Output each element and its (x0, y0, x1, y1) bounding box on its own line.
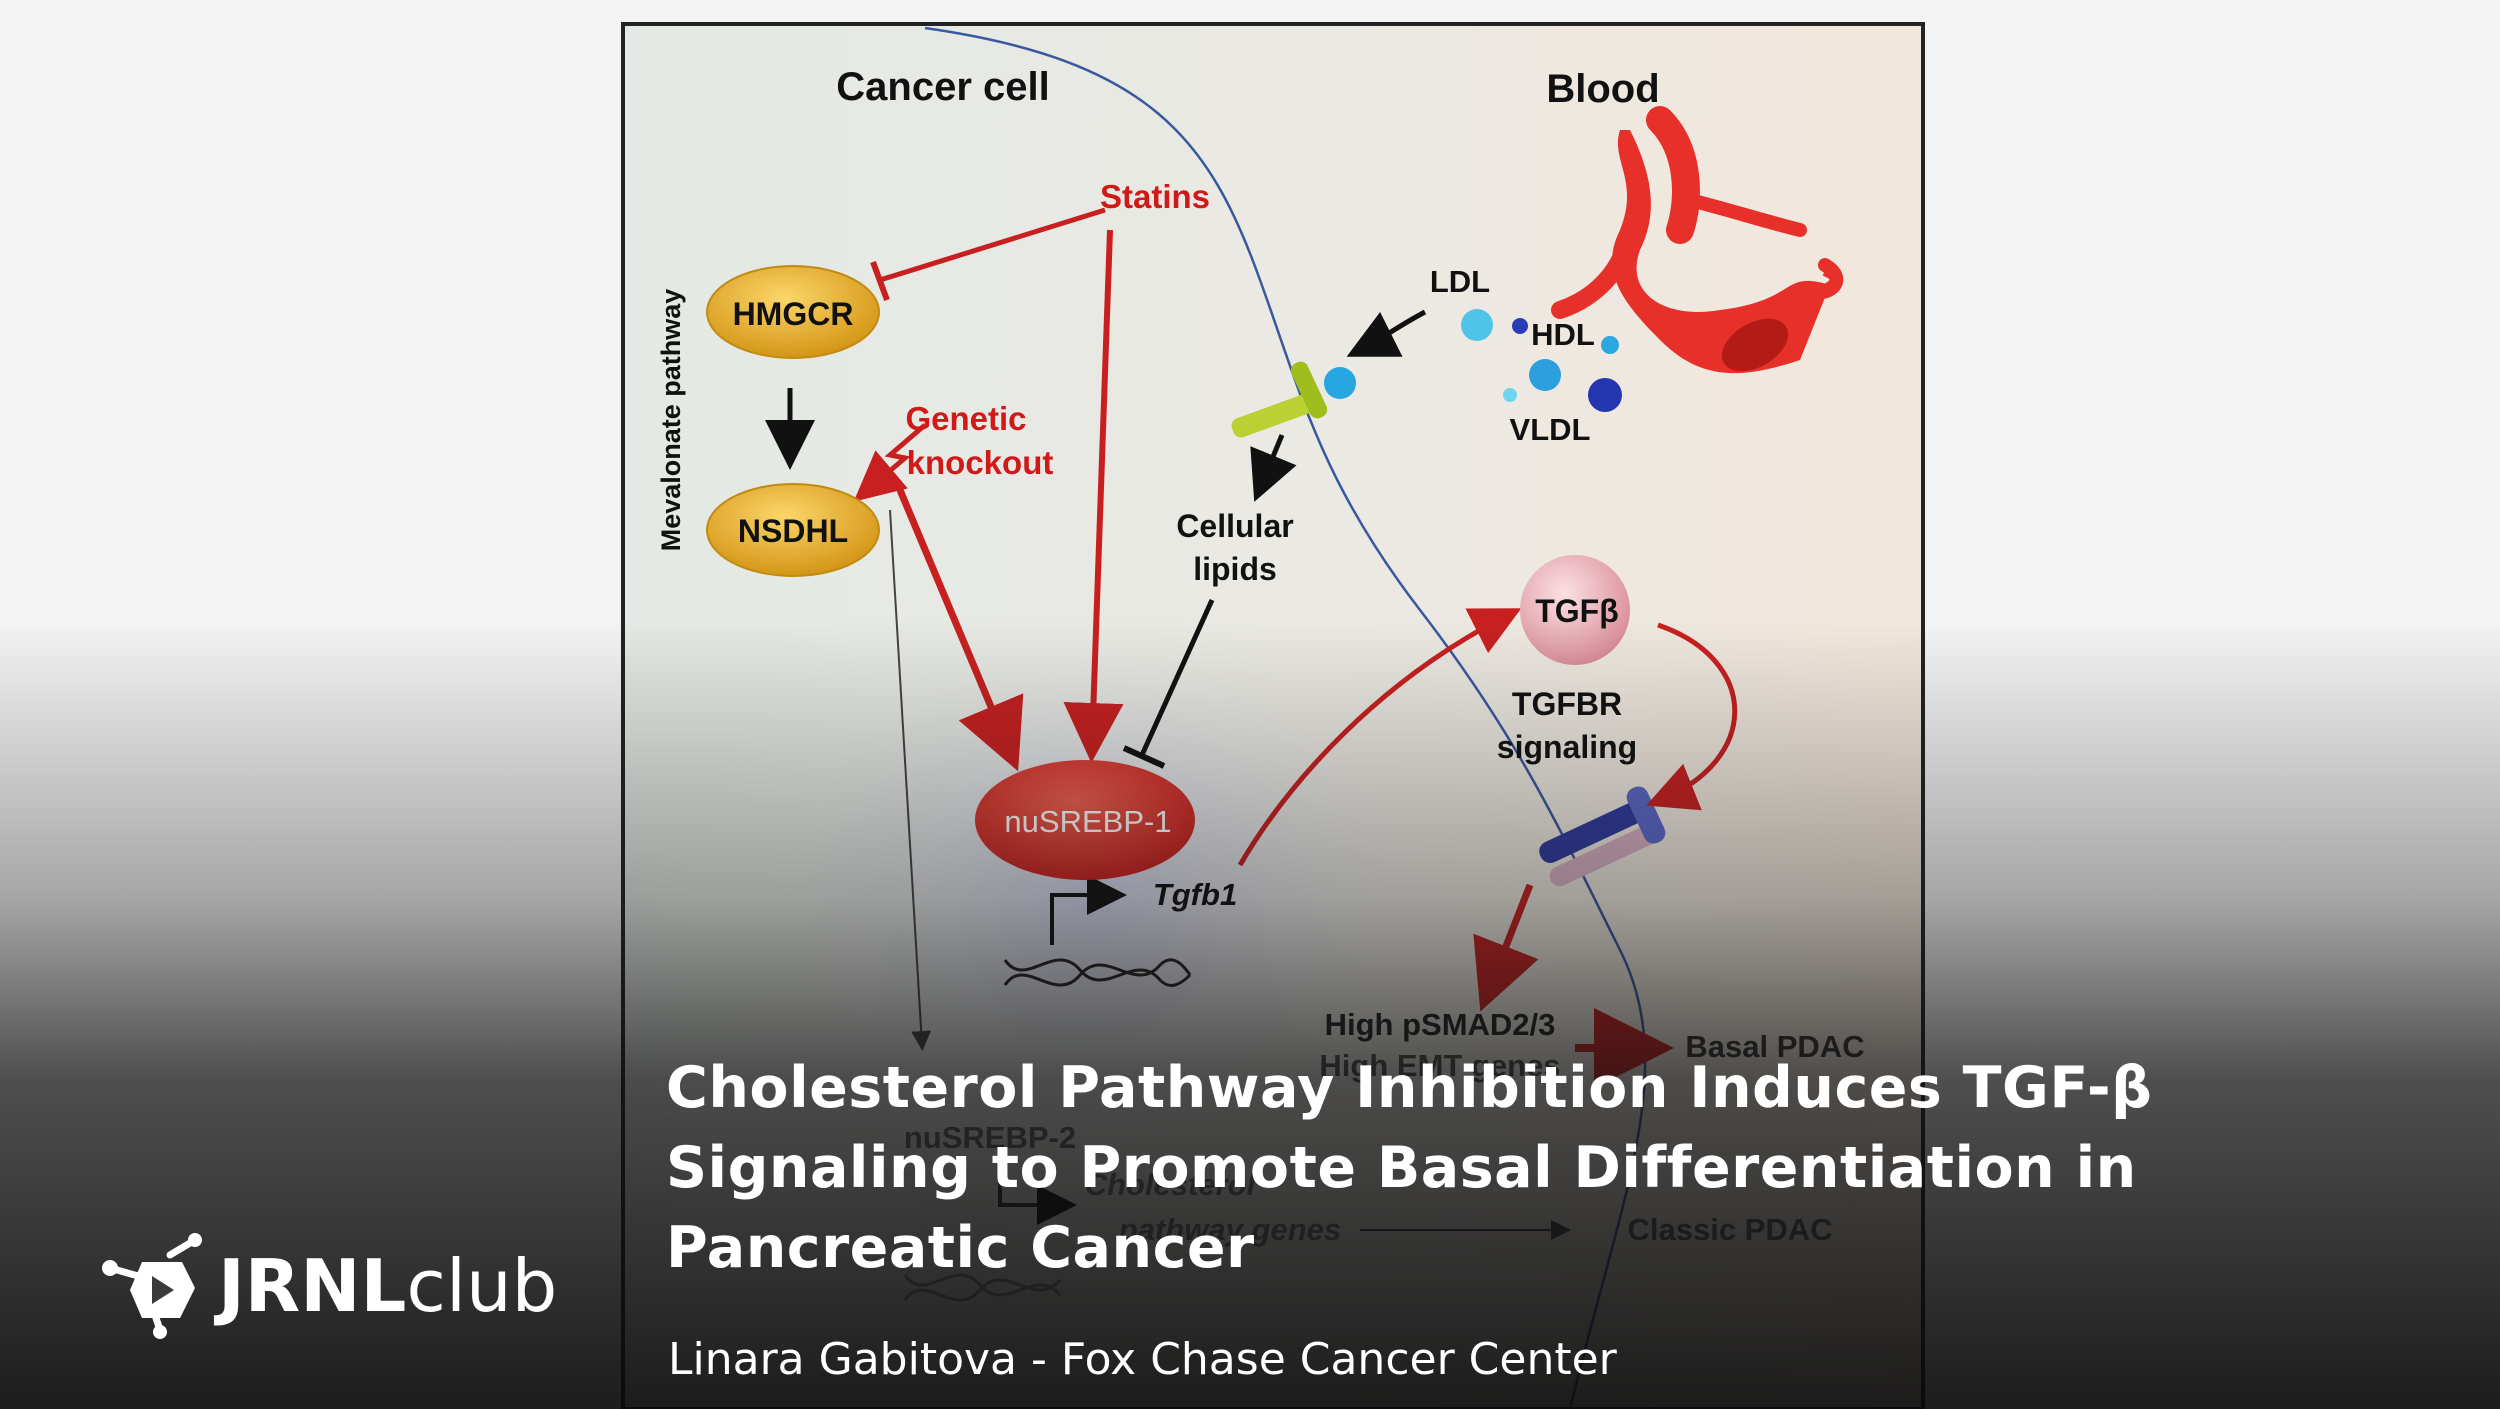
label-nsdhl: NSDHL (738, 513, 848, 549)
label-tgfbr: TGFBR (1512, 686, 1622, 722)
brand-logo[interactable]: JRNLclub (100, 1230, 560, 1340)
label-vldl: VLDL (1510, 412, 1591, 447)
video-subtitle: Linara Gabitova - Fox Chase Cancer Cente… (668, 1334, 1617, 1385)
label-hmgcr: HMGCR (733, 296, 854, 332)
video-title: Cholesterol Pathway Inhibition Induces T… (666, 1055, 2153, 1281)
label-blood: Blood (1546, 67, 1659, 111)
label-cancer-cell: Cancer cell (836, 65, 1049, 109)
label-genetic: Genetic (905, 400, 1026, 437)
molecule-play-icon (102, 1233, 202, 1339)
label-hdl: HDL (1531, 317, 1595, 352)
label-tgfb1: Tgfb1 (1153, 877, 1237, 912)
label-psmad: High pSMAD2/3 (1325, 1007, 1556, 1042)
label-knockout: knockout (907, 444, 1054, 481)
label-mevalonate-pathway: Mevalonate pathway (656, 289, 686, 552)
label-signaling: signaling (1497, 729, 1637, 765)
label-cellular: Cellular (1176, 508, 1293, 544)
label-tgfb: TGFβ (1535, 593, 1619, 629)
brand-name: JRNLclub (218, 1244, 558, 1328)
label-nusrebp1: nuSREBP-1 (1004, 804, 1171, 839)
label-lipids: lipids (1193, 551, 1277, 587)
label-ldl: LDL (1430, 264, 1490, 299)
label-statins: Statins (1100, 178, 1210, 215)
